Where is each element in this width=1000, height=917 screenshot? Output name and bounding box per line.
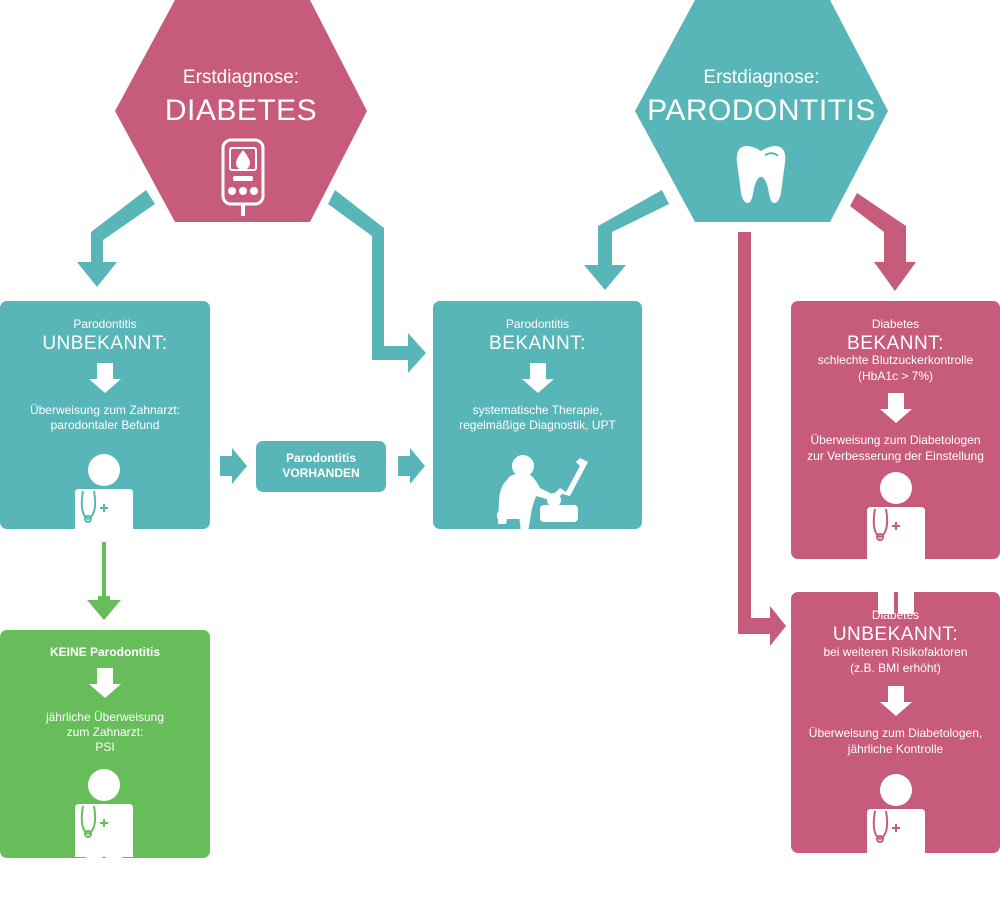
diabetes-unbekannt-line2: UNBEKANNT:: [832, 624, 959, 645]
doctor-icon: [867, 472, 925, 614]
vorhanden-line2: VORHANDEN: [282, 466, 360, 480]
box-parodontitis-vorhanden: [256, 441, 386, 492]
hexagon-diabetes-label: Erstdiagnose:: [182, 67, 300, 88]
diabetes-unbekannt-line4: (z.B. BMI erhöht): [850, 661, 941, 675]
diabetes-bekannt-text1: Überweisung zum Diabetologen: [810, 433, 981, 447]
diabetes-bekannt-line2: BEKANNT:: [847, 333, 944, 354]
box-diabetes-bekannt: [791, 301, 1000, 559]
hexagon-diabetes-title: DIABETES: [164, 94, 318, 127]
diabetes-unbekannt-text1: Überweisung zum Diabetologen,: [808, 726, 983, 740]
diabetes-unbekannt-text2: jährliche Kontrolle: [847, 742, 944, 756]
hexagon-parodontitis: [635, 0, 888, 222]
unbekannt-line1: Parodontitis: [73, 317, 137, 331]
keine-text2: zum Zahnarzt:: [66, 725, 144, 739]
unbekannt-line2: UNBEKANNT:: [42, 333, 168, 354]
tooth-icon: [736, 146, 786, 203]
doctor-icon: [75, 769, 133, 911]
hexagon-parodontitis-title: PARODONTITIS: [647, 94, 876, 127]
unbekannt-text2: parodontaler Befund: [50, 418, 160, 432]
diabetes-unbekannt-line1: Diabetes: [871, 608, 920, 622]
arrow-diabetes-to-bekannt: [328, 190, 426, 373]
diabetes-bekannt-line1: Diabetes: [871, 317, 920, 331]
diabetes-bekannt-text2: zur Verbesserung der Einstellung: [807, 449, 984, 463]
keine-line1: KEINE Parodontitis: [49, 645, 160, 659]
arrow-parodontitis-to-bekannt: [584, 190, 669, 290]
keine-text1: jährliche Überweisung: [45, 710, 165, 724]
bekannt-line1: Parodontitis: [505, 317, 570, 331]
keine-text3: PSI: [95, 740, 115, 754]
doctor-icon: [75, 454, 133, 596]
arrow-parodontitis-to-diabetes-bekannt: [850, 193, 916, 291]
box-diabetes-unbekannt: [791, 592, 1000, 853]
arrow-diabetes-to-unbekannt: [77, 190, 155, 287]
arrow-unbekannt-to-vorhanden: [220, 448, 247, 484]
box-parodontitis-bekannt: [433, 301, 642, 529]
doctor-icon: [867, 774, 925, 916]
vorhanden-line1: Parodontitis: [285, 451, 356, 465]
unbekannt-text1: Überweisung zum Zahnarzt:: [29, 403, 181, 417]
arrow-unbekannt-to-keine: [87, 542, 121, 620]
dentist-treatment-icon: [497, 455, 588, 542]
arrow-parodontitis-to-diabetes-unbekannt: [738, 232, 786, 646]
diabetes-unbekannt-line3: bei weiteren Risikofaktoren: [823, 645, 968, 659]
box-parodontitis-unbekannt: [0, 301, 210, 529]
bekannt-text2: regelmäßige Diagnostik, UPT: [459, 418, 616, 432]
hexagon-parodontitis-label: Erstdiagnose:: [703, 67, 820, 88]
hexagon-diabetes: [115, 0, 367, 222]
glucose-meter-icon: [221, 138, 265, 216]
box-keine-parodontitis: [0, 630, 210, 858]
arrow-vorhanden-to-bekannt: [398, 448, 425, 484]
bekannt-text1: systematische Therapie,: [472, 403, 603, 417]
bekannt-line2: BEKANNT:: [489, 333, 586, 354]
diabetes-bekannt-line3: schlechte Blutzuckerkontrolle: [817, 353, 974, 367]
diabetes-bekannt-line4: (HbA1c > 7%): [857, 369, 934, 383]
